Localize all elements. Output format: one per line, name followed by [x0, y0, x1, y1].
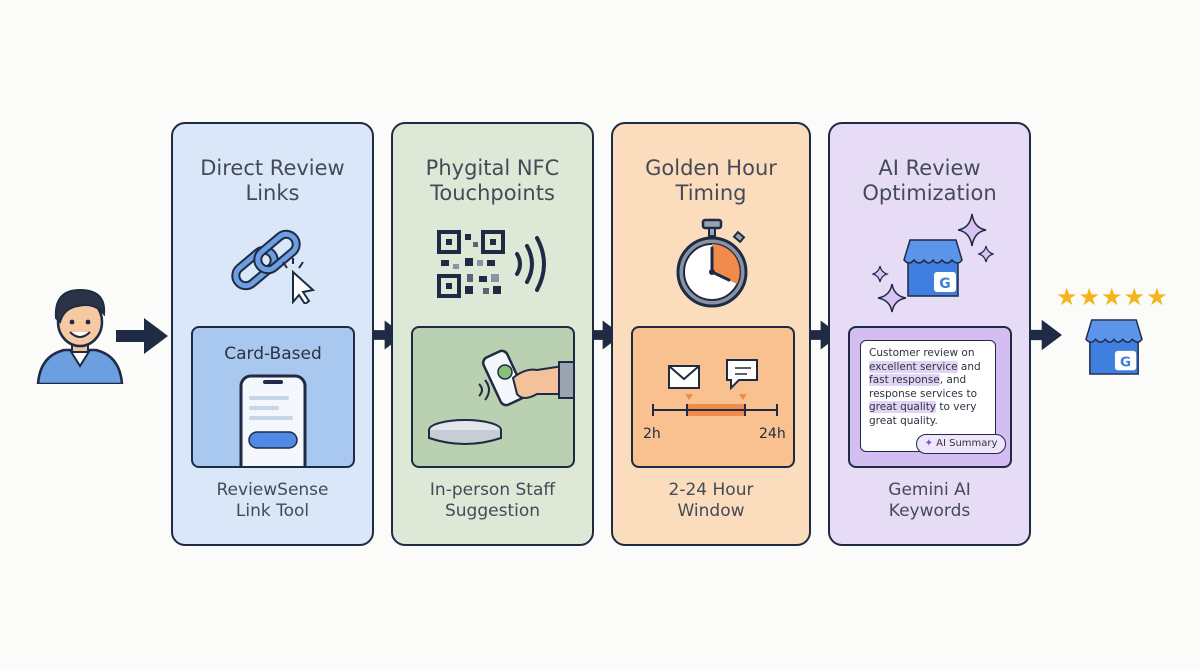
panel-footer: ReviewSense Link Tool [216, 480, 329, 521]
review-text: to very great quality. [869, 401, 977, 427]
panel-phygital-nfc: Phygital NFC Touchpoints In-person Staff [391, 122, 594, 546]
nfc-tap-tile [411, 326, 575, 468]
keyword-highlight: fast response [869, 374, 940, 386]
review-text: and [957, 360, 981, 373]
nfc-tap-illustration [428, 349, 573, 445]
phone-icon [239, 374, 307, 466]
panel-ai-review: AI Review Optimization G Customer review… [828, 122, 1031, 546]
ai-summary-badge: ✦ AI Summary [916, 434, 1006, 454]
panel-footer: In-person Staff Suggestion [429, 480, 556, 521]
timeline-start-label: 2h [643, 426, 661, 442]
ai-review-tile: Customer review on excellent service and… [848, 326, 1012, 468]
panel-direct-review-links: Direct Review Links Card-Based ReviewSen… [171, 122, 374, 546]
timeline-end-label: 24h [759, 426, 786, 442]
ai-summary-label: AI Summary [936, 438, 998, 449]
panel-golden-hour: Golden Hour Timing 2h 24h 2-24 H [611, 122, 811, 546]
nfc-signal-icon [515, 236, 546, 292]
panel-title: AI Review Optimization [862, 156, 997, 205]
svg-text:G: G [939, 276, 951, 292]
review-text: , and response services to [869, 374, 977, 400]
customer-avatar-icon [36, 288, 124, 384]
google-business-icon: G [1085, 319, 1143, 375]
sparkle-icon: ✦ [924, 438, 933, 449]
card-based-label: Card-Based [224, 344, 322, 364]
panel-title: Direct Review Links [200, 156, 345, 205]
panel-footer: Gemini AI Keywords [888, 480, 971, 521]
qr-code-icon [437, 230, 505, 298]
flow-arrow-1 [116, 318, 168, 354]
review-text-box: Customer review on excellent service and… [860, 340, 996, 452]
timeline-illustration [652, 359, 778, 416]
svg-text:G: G [1120, 354, 1131, 370]
keyword-highlight: great quality [869, 401, 937, 413]
review-text: Customer review on [869, 347, 975, 359]
panel-footer: 2-24 Hour Window [668, 480, 754, 521]
card-based-tile: Card-Based [191, 326, 355, 468]
panel-title: Phygital NFC Touchpoints [425, 156, 560, 205]
chain-link-icon [231, 229, 316, 304]
stopwatch-icon [676, 218, 748, 308]
keyword-highlight: excellent service [869, 360, 958, 373]
panel-title: Golden Hour Timing [645, 156, 777, 205]
google-business-icon: G [903, 239, 963, 297]
five-star-rating-icon: ★★★★★ [1056, 283, 1169, 311]
sparkle-icon [872, 266, 907, 313]
sparkle-icon [958, 213, 994, 263]
timing-window-tile: 2h 24h [631, 326, 795, 468]
flow-arrow-5 [1018, 319, 1062, 351]
